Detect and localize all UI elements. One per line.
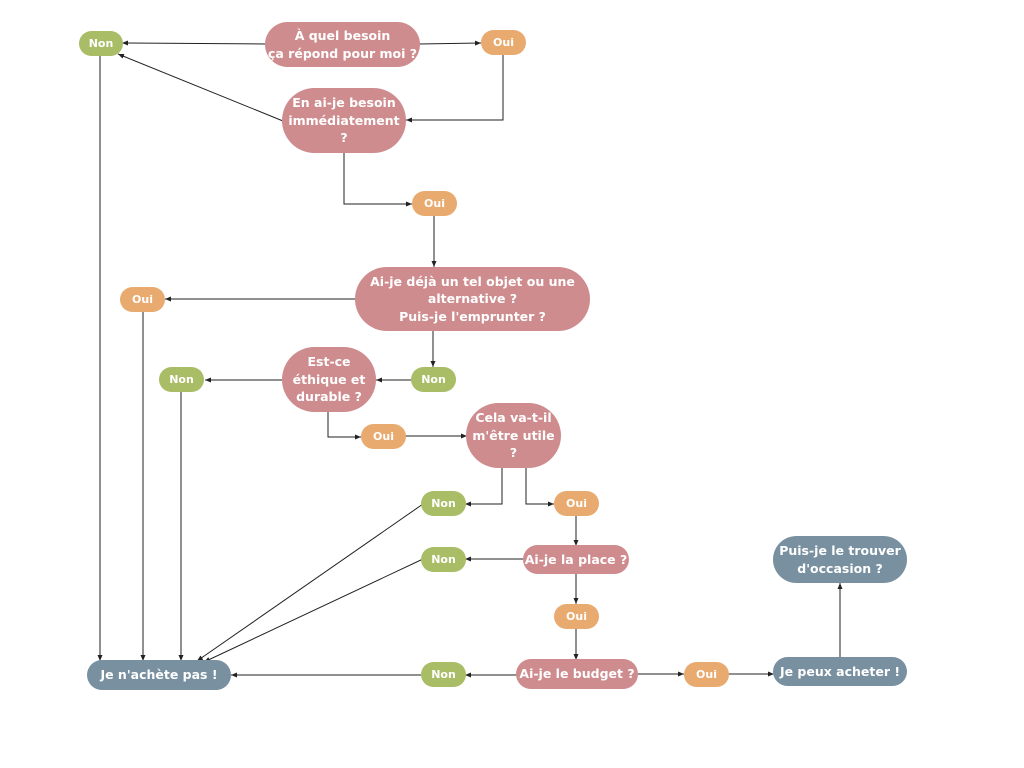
- end-occasion: Puis-je le trouver d'occasion ?: [773, 536, 907, 583]
- edge-ethique-to-oui: [327, 412, 361, 440]
- question-besoin: À quel besoin ça répond pour moi ?: [265, 22, 420, 67]
- end-je-peux-acheter: Je peux acheter !: [773, 657, 907, 686]
- edge-utile-to-oui: [525, 468, 554, 507]
- answer-oui-5: Oui: [554, 491, 599, 516]
- answer-oui-7: Oui: [684, 662, 729, 687]
- answer-oui-3: Oui: [120, 287, 165, 312]
- answer-non-6: Non: [421, 662, 466, 687]
- edge-oui-to-immediat: [406, 55, 504, 123]
- answer-oui-6: Oui: [554, 604, 599, 629]
- edge-besoin-to-non: [121, 40, 267, 46]
- answer-non-5: Non: [421, 547, 466, 572]
- answer-non-4: Non: [421, 491, 466, 516]
- answer-oui-4: Oui: [361, 424, 406, 449]
- answer-oui-1: Oui: [481, 30, 526, 55]
- question-budget: Ai-je le budget ?: [516, 659, 638, 689]
- edge-besoin-to-oui: [418, 40, 482, 46]
- edge-utile-to-non: [465, 468, 503, 507]
- question-utile: Cela va-t-il m'être utile ?: [466, 403, 561, 468]
- question-place: Ai-je la place ?: [523, 545, 629, 574]
- question-deja-objet: Ai-je déjà un tel objet ou une alternati…: [355, 267, 590, 331]
- question-immediat: En ai-je besoin immédiatement ?: [282, 88, 406, 153]
- answer-non-3: Non: [159, 367, 204, 392]
- edge-non-place-to-end: [203, 558, 424, 663]
- edge-immediat-to-non: [117, 53, 284, 122]
- answer-non-2: Non: [411, 367, 456, 392]
- end-je-nachete-pas: Je n'achète pas !: [87, 660, 231, 690]
- answer-oui-2: Oui: [412, 191, 457, 216]
- answer-non-1: Non: [79, 31, 123, 56]
- edge-immediat-to-oui: [343, 152, 412, 207]
- edge-non-utile-to-end: [196, 503, 424, 662]
- question-ethique: Est-ce éthique et durable ?: [282, 347, 376, 412]
